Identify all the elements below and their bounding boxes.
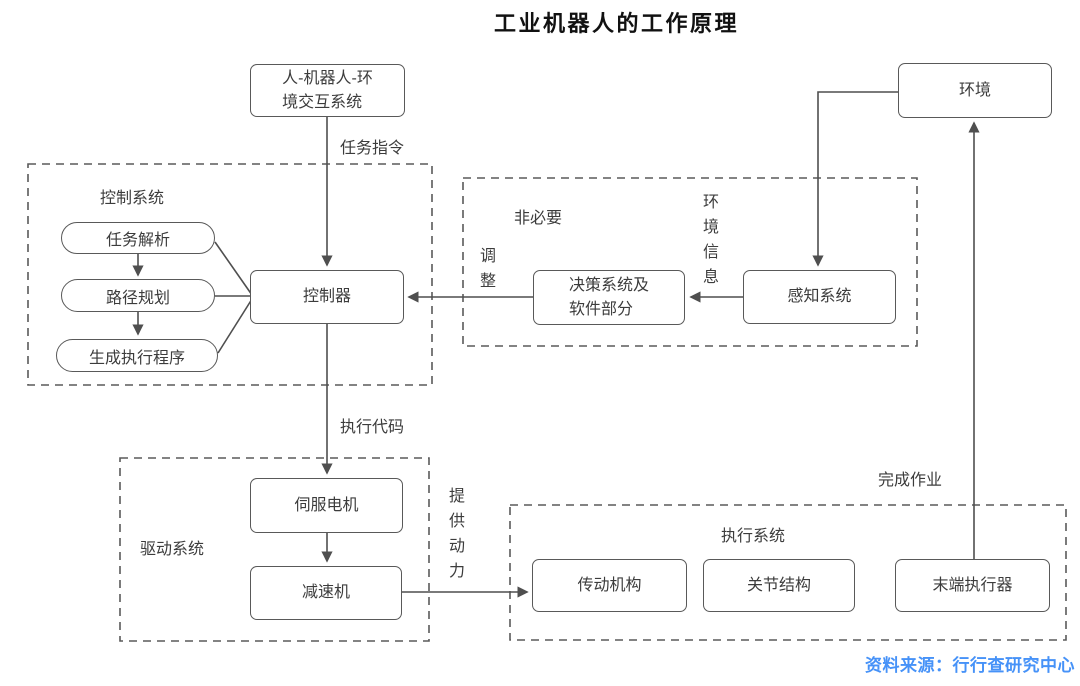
node-label: 路径规划: [105, 289, 170, 307]
node-servo-motor: 伺服电机: [250, 478, 403, 533]
group-label-execution-system: 执行系统: [719, 522, 788, 546]
node-controller: 控制器: [250, 270, 404, 324]
edge-label-provide-power: 提供动力: [448, 488, 465, 580]
node-label: 生成执行程序: [88, 349, 185, 367]
node-decision-system-software: 决策系统及 软件部分: [533, 270, 685, 325]
group-label-optional: 非必要: [512, 204, 565, 228]
node-label: 伺服电机: [294, 496, 359, 514]
edge-label-adjust: 调整: [479, 248, 496, 290]
line-genprogram-to-controller: [217, 298, 253, 354]
node-joint-structure: 关节结构: [703, 559, 855, 612]
node-generate-execution-program: 生成执行程序: [56, 339, 218, 372]
node-human-robot-environment-interaction: 人-机器人-环 境交互系统: [250, 64, 405, 117]
node-end-effector: 末端执行器: [895, 559, 1050, 612]
arrow-environment-to-perception: [812, 91, 898, 267]
node-label: 决策系统及 软件部分: [568, 276, 649, 318]
node-perception-system: 感知系统: [743, 270, 896, 324]
node-label: 人-机器人-环 境交互系统: [282, 69, 373, 111]
node-label: 感知系统: [787, 288, 852, 305]
node-reducer: 减速机: [250, 566, 402, 620]
source-attribution: 资料来源：行行查研究中心: [865, 656, 1075, 675]
node-label: 环境: [958, 81, 991, 99]
group-label-drive-system: 驱动系统: [138, 535, 207, 559]
node-path-planning: 路径规划: [61, 279, 215, 312]
edge-label-environment-info: 环境信息: [702, 194, 719, 286]
diagram-title: 工业机器人的工作原理: [494, 11, 740, 36]
node-label: 传动机构: [577, 576, 642, 594]
node-label: 控制器: [302, 288, 351, 305]
node-label: 关节结构: [746, 576, 811, 594]
node-label: 末端执行器: [932, 576, 1013, 594]
group-label-control-system: 控制系统: [98, 184, 167, 208]
node-label: 减速机: [301, 584, 350, 601]
line-taskparse-to-controller: [214, 241, 253, 296]
node-label: 任务解析: [105, 232, 170, 249]
edge-label-task-command: 任务指令: [340, 140, 405, 157]
node-task-parsing: 任务解析: [61, 222, 215, 254]
node-transmission-mechanism: 传动机构: [532, 559, 687, 612]
edge-label-execution-code: 执行代码: [340, 419, 405, 436]
node-environment: 环境: [898, 63, 1052, 118]
edge-label-complete-job: 完成作业: [878, 472, 943, 489]
